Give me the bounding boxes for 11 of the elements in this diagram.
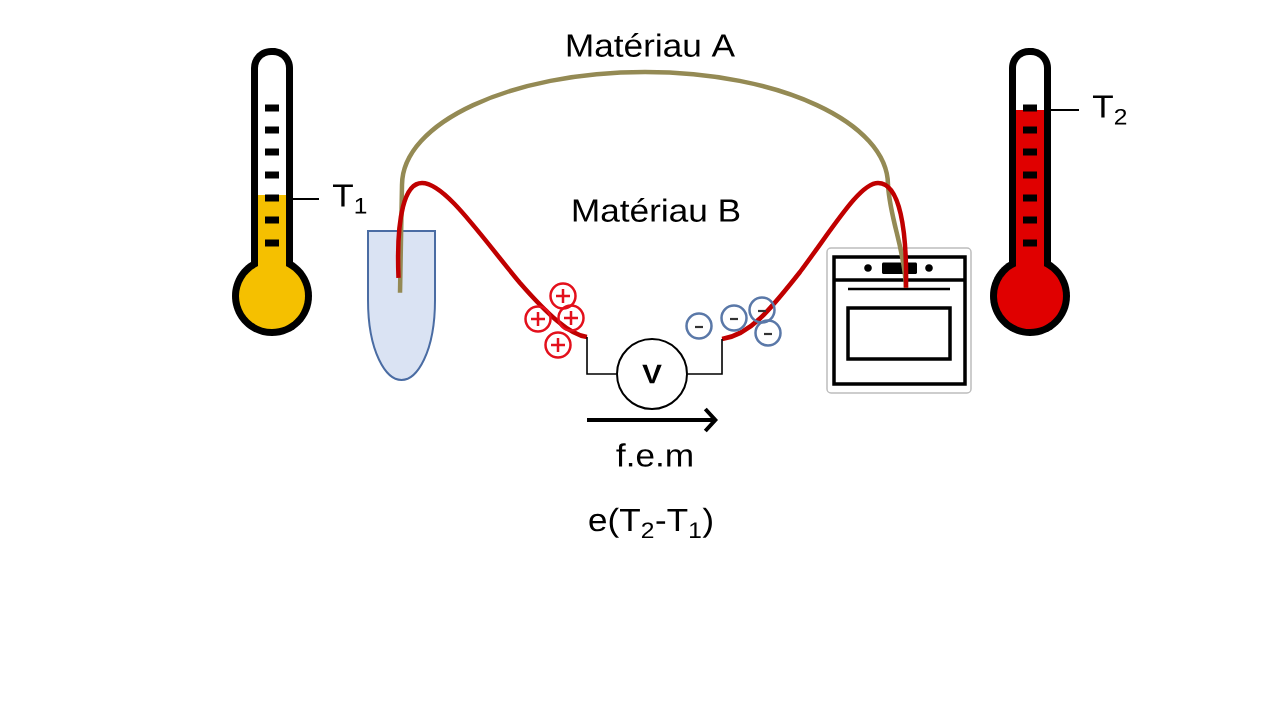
material-label: Matériau B [573,198,740,222]
temperature-label: T$_{2}$ [1093,95,1127,125]
test-tube [367,230,436,381]
wire [687,180,909,375]
temperature-label: T$_{1}$ [333,184,367,214]
voltmeter: V [616,338,688,410]
oven [826,247,972,394]
wire-label: Matériau A [562,31,738,59]
emf-label: f.e.m [616,443,692,467]
formula: e(T$_{2}$-T$_{1}$) [589,507,712,539]
wire [395,180,617,375]
